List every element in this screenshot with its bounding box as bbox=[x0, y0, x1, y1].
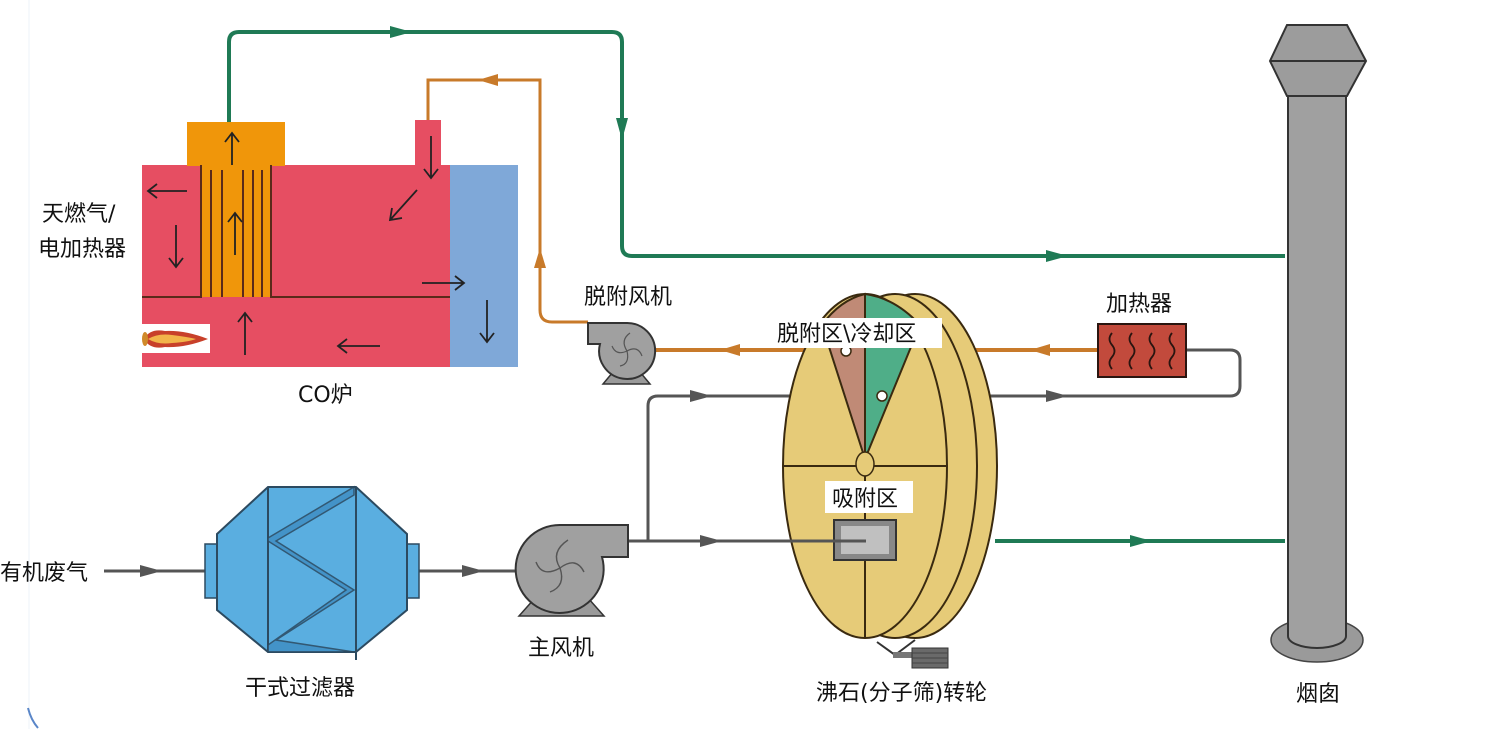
inlet-duct bbox=[415, 120, 441, 166]
burner-label-line2: 电加热器 bbox=[38, 237, 126, 262]
main-fan bbox=[514, 523, 629, 617]
rotor-hub bbox=[855, 451, 875, 477]
corner-arc-decoration bbox=[27, 707, 39, 729]
dry-filter-label: 干式过滤器 bbox=[245, 676, 355, 701]
heat-recovery-section bbox=[450, 165, 518, 367]
co-exhaust-flow bbox=[227, 26, 1285, 262]
fan-blades-icon bbox=[535, 539, 585, 593]
desorption-fan-to-co-flow bbox=[426, 74, 588, 324]
flow-arrow-left bbox=[1030, 344, 1050, 356]
burner-label-line1: 天燃气/ bbox=[42, 202, 116, 227]
flow-arrow-up bbox=[534, 248, 546, 268]
flow-arrow-right bbox=[1046, 250, 1068, 262]
voc-inlet-flow bbox=[104, 565, 205, 577]
co-furnace-label: CO炉 bbox=[298, 383, 353, 408]
exhaust-header bbox=[187, 122, 285, 166]
desorption-fan bbox=[587, 321, 657, 385]
desorb-cool-zone-label: 脱附区\冷却区 bbox=[777, 322, 916, 347]
fan-blades-icon bbox=[611, 332, 643, 367]
clean-air-flow bbox=[995, 535, 1285, 547]
zeolite-rotor-label: 沸石(分子筛)转轮 bbox=[816, 681, 987, 706]
flow-arrow-right bbox=[390, 26, 412, 38]
adsorption-zone-label: 吸附区 bbox=[832, 487, 898, 512]
zeolite-rotor bbox=[782, 292, 998, 669]
filter-to-fan-flow bbox=[418, 565, 520, 577]
cooling-branch-flow bbox=[646, 348, 1242, 541]
chimney bbox=[1268, 24, 1368, 663]
desorption-fan-label: 脱附风机 bbox=[584, 285, 672, 310]
flow-arrow-left bbox=[720, 344, 740, 356]
internal-flow-arrows bbox=[146, 131, 495, 355]
co-furnace bbox=[142, 120, 518, 367]
burner-flame-icon bbox=[142, 330, 208, 348]
cooling-port bbox=[876, 390, 888, 402]
main-fan-label: 主风机 bbox=[528, 636, 594, 661]
flow-arrow-left bbox=[478, 74, 498, 86]
flow-arrow-right bbox=[1130, 535, 1152, 547]
heater-label: 加热器 bbox=[1106, 292, 1172, 317]
zone-label-bg bbox=[776, 318, 942, 348]
rotor-drive-motor bbox=[876, 639, 949, 669]
heating-coil-icon bbox=[1108, 332, 1176, 370]
zone-label-bg bbox=[825, 481, 913, 513]
voc-inlet-label: 有机废气 bbox=[0, 561, 88, 586]
dry-filter bbox=[204, 485, 420, 660]
flow-arrow-down bbox=[616, 118, 628, 140]
chimney-label: 烟囱 bbox=[1296, 682, 1340, 707]
heater bbox=[1097, 323, 1187, 378]
